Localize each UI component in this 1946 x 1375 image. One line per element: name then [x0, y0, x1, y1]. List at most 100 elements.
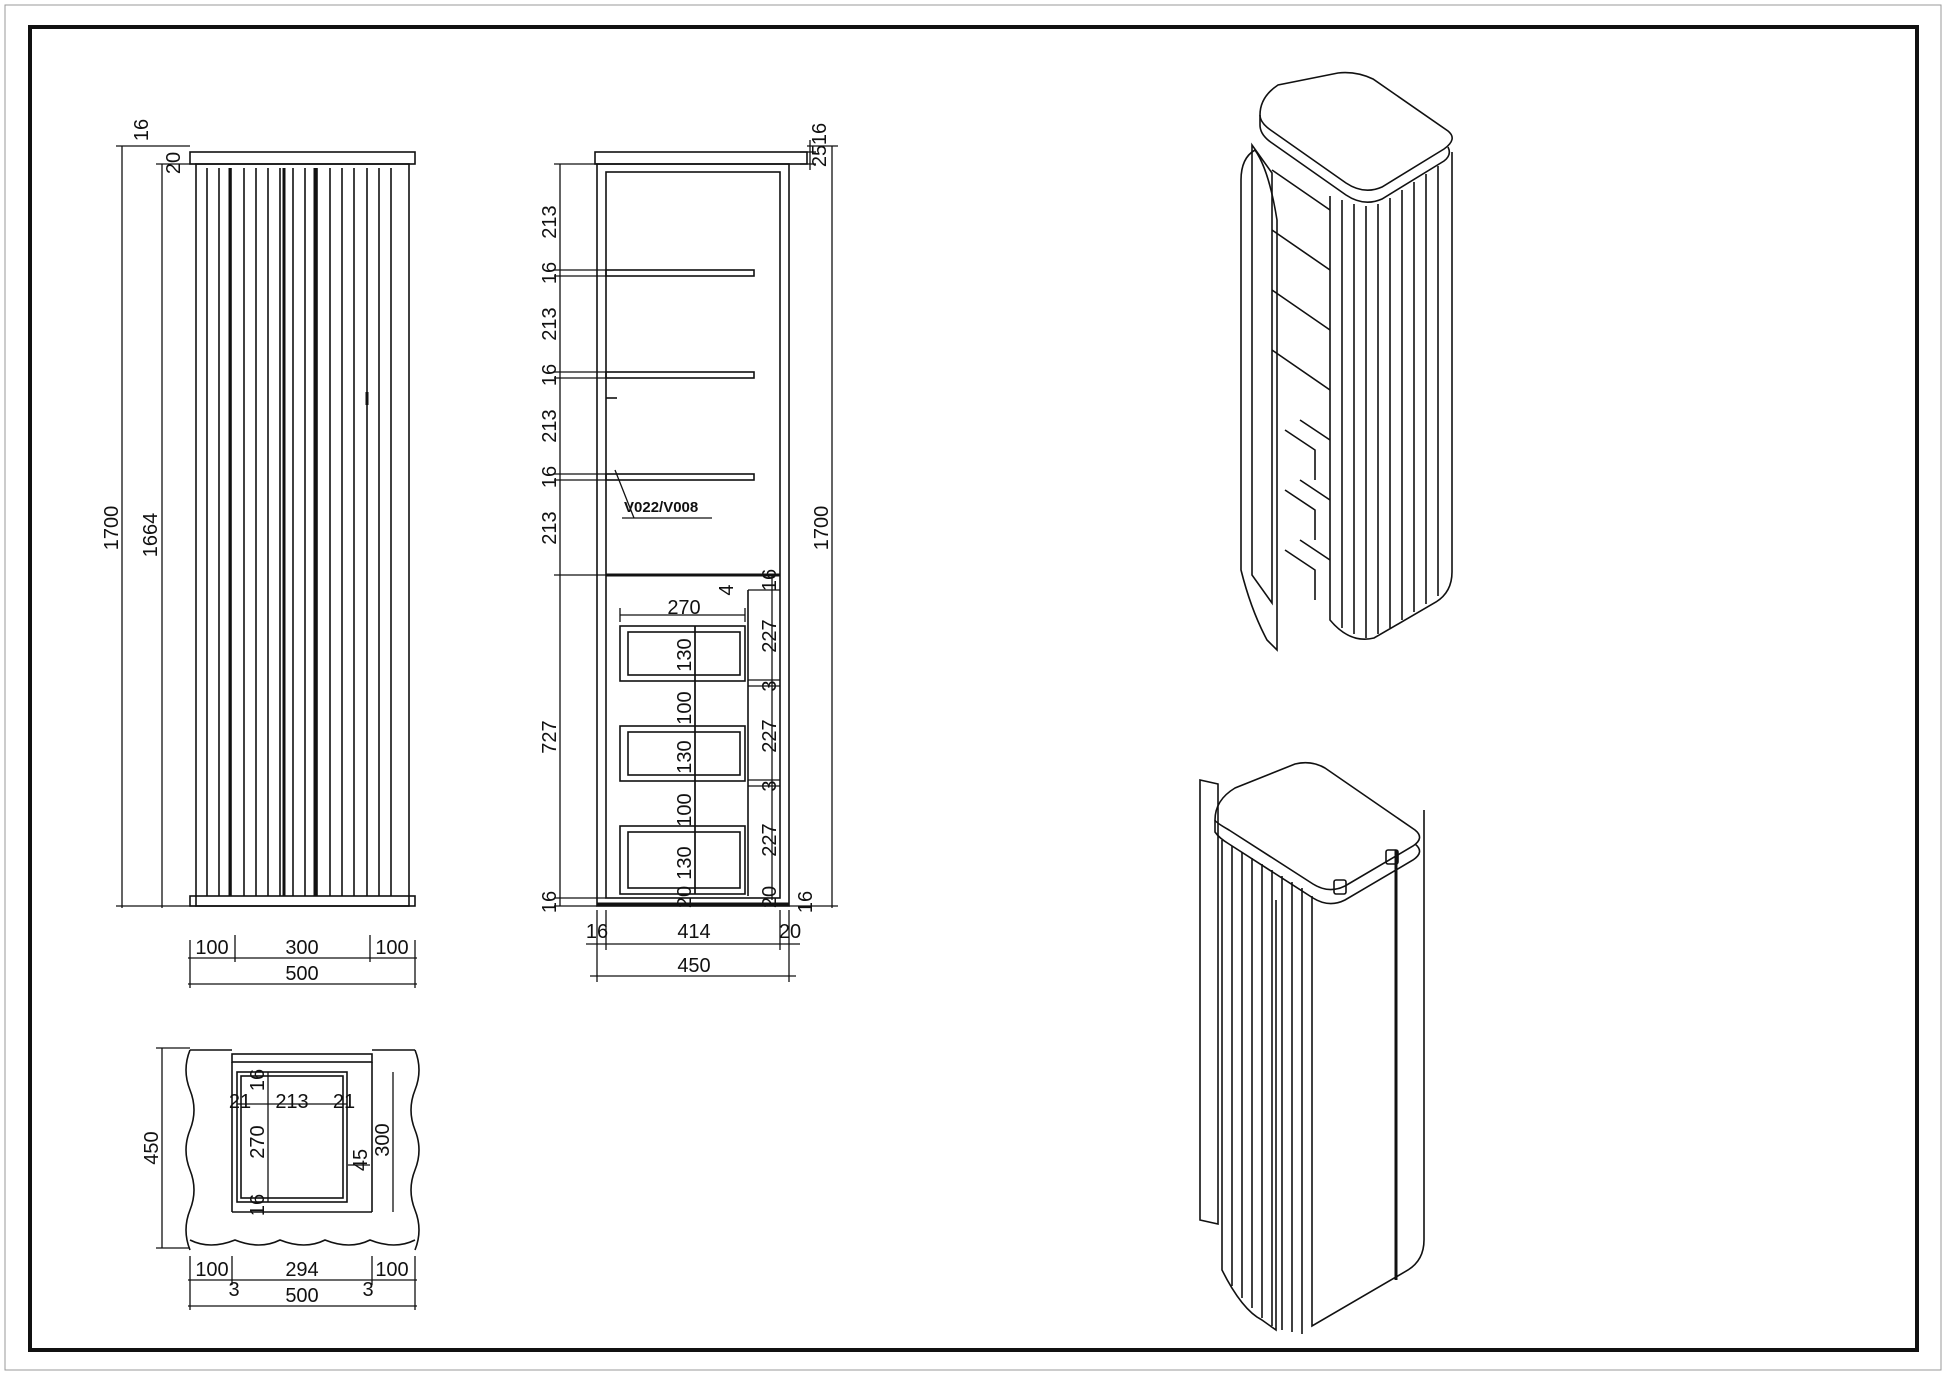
front-side-right: 100 — [375, 937, 408, 959]
drawer-1: 227 — [759, 619, 781, 652]
front-top-thickness: 16 — [131, 119, 153, 141]
shelf-thk-2: 16 — [539, 364, 561, 386]
section-top-a: 25 — [809, 145, 831, 167]
front-dim-1700 — [116, 145, 196, 908]
plan-bottom-thk: 16 — [247, 1194, 269, 1216]
section-shelf-3 — [605, 473, 755, 481]
section-right-dims — [789, 140, 838, 908]
front-width: 500 — [285, 963, 318, 985]
plan-offset: 45 — [350, 1149, 372, 1171]
plan-wavy-sides — [185, 1049, 420, 1251]
shelf-gap-2: 213 — [539, 307, 561, 340]
plan-middle: 294 — [285, 1259, 318, 1281]
section-bottom-dims — [586, 910, 800, 982]
section-top-slab — [594, 151, 808, 165]
front-top-slab — [189, 151, 416, 165]
plan-inner-depth: 270 — [247, 1125, 269, 1158]
bottom-thk: 16 — [539, 891, 561, 913]
iso2-handle-right — [1385, 849, 1399, 865]
front-elevation: 1700 1664 16 20 100 300 100 500 — [101, 119, 417, 988]
section-top-b: 16 — [809, 123, 831, 145]
plan-depth: 450 — [141, 1131, 163, 1164]
iso2-fluting — [1231, 846, 1303, 1334]
drawer-width: 270 — [667, 597, 700, 619]
iso2-body-left — [1221, 840, 1277, 1332]
drawer-box-1 — [619, 625, 746, 682]
drawer-box-2 — [619, 725, 746, 782]
box-2: 130 — [674, 740, 696, 773]
section-side: 16 — [586, 921, 608, 943]
callout-leader — [614, 469, 635, 519]
front-center: 300 — [285, 937, 318, 959]
section-height: 1700 — [811, 506, 833, 551]
isometric-closed-view — [1199, 761, 1425, 1334]
front-side-left: 100 — [195, 937, 228, 959]
plan-side-left: 100 — [195, 1259, 228, 1281]
iso1-fluting — [1341, 166, 1439, 638]
iso1-door-edge — [1251, 142, 1273, 606]
plan-view: 450 16 16 21 213 21 270 300 45 100 294 1… — [141, 1047, 420, 1310]
plan-edge-right: 21 — [333, 1091, 355, 1113]
section-shelf-2 — [605, 371, 755, 379]
plan-drawer-inner — [240, 1075, 344, 1199]
plan-side-right: 100 — [375, 1259, 408, 1281]
shelf-thk-3: 16 — [539, 466, 561, 488]
plan-inner: 213 — [275, 1091, 308, 1113]
iso1-top-edge — [1259, 115, 1451, 203]
section-inner — [605, 171, 781, 899]
plan-gap-left: 3 — [228, 1279, 239, 1301]
outer-border — [4, 4, 1942, 1371]
iso1-shelves — [1271, 169, 1331, 391]
iso1-drawers — [1284, 419, 1331, 600]
iso2-door-front — [1311, 810, 1425, 1328]
plan-back-panel — [231, 1053, 373, 1063]
section-carcass — [596, 163, 790, 907]
drawer-spacer-2: 3 — [759, 780, 781, 791]
plan-edge-left: 21 — [229, 1091, 251, 1113]
isometric-open-view — [1240, 71, 1453, 652]
plan-top-thk: 16 — [247, 1069, 269, 1091]
drawer-dims — [619, 575, 780, 900]
callout-label: V022/V008 — [624, 499, 698, 516]
shelf-gap-3: 213 — [539, 409, 561, 442]
iso2-wall-panel — [1199, 779, 1219, 1225]
section-inner-width: 414 — [677, 921, 710, 943]
front-height-total: 1700 — [101, 506, 123, 551]
iso1-door — [1240, 148, 1278, 652]
front-dim-width — [188, 935, 417, 988]
iso2-handle-left — [1333, 879, 1347, 895]
plan-drawer-box — [236, 1071, 348, 1203]
bottom-left-gap: 20 — [674, 886, 696, 908]
shelf-gap-1: 213 — [539, 205, 561, 238]
plan-gap-right: 3 — [362, 1279, 373, 1301]
section-left-dims — [554, 163, 606, 907]
box-3: 130 — [674, 846, 696, 879]
drawing-frame — [28, 25, 1919, 1352]
drawer-gap: 4 — [716, 584, 738, 595]
front-dim-1664 — [156, 163, 196, 908]
front-top-gap: 20 — [163, 152, 185, 174]
front-body — [195, 163, 410, 907]
bottom-right-gap: 20 — [759, 886, 781, 908]
section-shelf-1 — [605, 269, 755, 277]
plan-outer-depth: 300 — [372, 1123, 394, 1156]
box-1: 130 — [674, 638, 696, 671]
shelf-thk-1: 16 — [539, 262, 561, 284]
plan-wavy-front — [189, 1239, 416, 1246]
shelf-gap-4: 213 — [539, 511, 561, 544]
iso1-body-right — [1329, 152, 1453, 640]
plan-dims — [156, 1047, 417, 1310]
drawer-3: 227 — [759, 823, 781, 856]
drawer-box-3 — [619, 825, 746, 895]
right-top: 16 — [759, 569, 781, 591]
iso2-top-slab — [1214, 761, 1421, 891]
front-base — [189, 895, 416, 907]
section-depth: 450 — [677, 955, 710, 977]
between-2: 100 — [674, 793, 696, 826]
section-right-bottom: 16 — [795, 891, 817, 913]
front-height-body: 1664 — [140, 513, 162, 558]
iso2-top-edge — [1214, 820, 1421, 905]
drawer-spacer-1: 3 — [759, 680, 781, 691]
section-view: V022/V008 213 16 213 16 213 16 213 — [539, 123, 838, 982]
